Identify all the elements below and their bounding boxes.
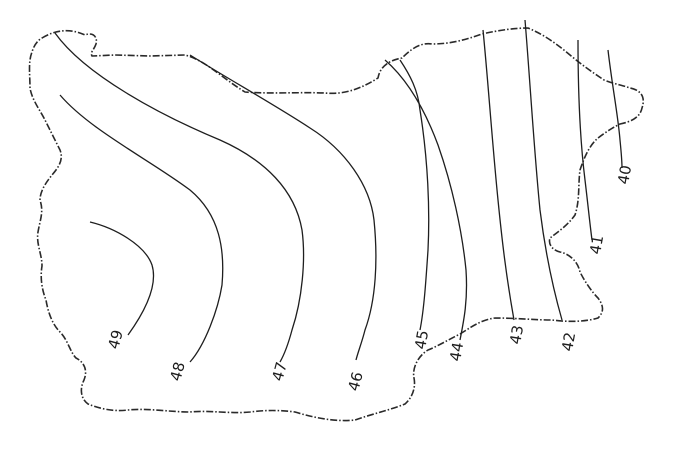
isoline-label-43: 43 (506, 324, 527, 346)
isoline-41 (577, 39, 593, 241)
isoline-49 (89, 221, 155, 336)
isoline-label-44: 44 (446, 341, 467, 363)
isoline-label-41: 41 (586, 234, 607, 256)
isoline-47 (54, 32, 305, 363)
isoline-45 (384, 59, 468, 341)
country-border (28, 27, 645, 422)
isoline-44 (399, 59, 430, 331)
isoline-label-49: 49 (104, 328, 126, 351)
isoline-40 (607, 49, 623, 169)
isoline-46 (189, 54, 377, 361)
isoline-label-48: 48 (166, 360, 188, 383)
isoline-label-46: 46 (344, 370, 366, 393)
isoline-label-47: 47 (268, 360, 290, 383)
isoline-label-40: 40 (614, 164, 635, 186)
isoline-42 (524, 19, 563, 321)
isoline-43 (482, 29, 515, 321)
isoline-48 (59, 94, 224, 363)
isoline-label-42: 42 (558, 331, 579, 353)
isoline-label-45: 45 (411, 329, 432, 351)
